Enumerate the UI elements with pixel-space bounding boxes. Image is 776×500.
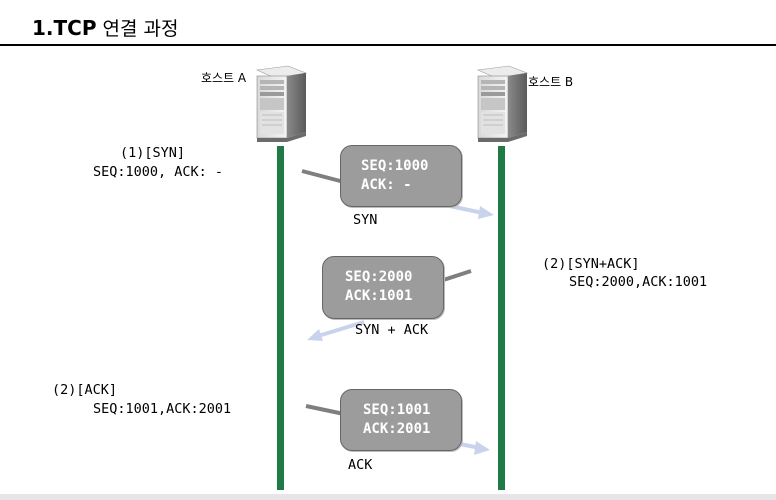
packet-box-syn-seq: SEQ:1000 [361, 158, 429, 174]
host-b-label: 호스트 B [528, 75, 574, 89]
packet-box-syn-ack: ACK: - [361, 177, 412, 193]
step1-detail: SEQ:1000, ACK: - [93, 164, 224, 180]
packet-box-synack-seq: SEQ:2000 [345, 269, 413, 285]
packet-box-ack-ack: ACK:2001 [363, 421, 431, 437]
step3-label: (2)[ACK] [52, 382, 118, 398]
page-title-bold: 1.TCP [32, 16, 97, 40]
flag-syn-ack: SYN + ACK [355, 322, 429, 338]
step3-detail: SEQ:1001,ACK:2001 [93, 401, 232, 417]
flag-syn: SYN [353, 212, 378, 228]
server-b-icon [476, 65, 529, 142]
packet-box-syn-ack: SEQ:2000 ACK:1001 [322, 256, 444, 319]
packet-box-syn: SEQ:1000 ACK: - [340, 145, 462, 207]
server-a-icon [255, 65, 308, 142]
flag-ack: ACK [348, 457, 373, 473]
packet-box-ack: SEQ:1001 ACK:2001 [340, 389, 462, 451]
bottom-bar [0, 494, 776, 500]
step2-label: (2)[SYN+ACK] [542, 256, 640, 272]
step2-detail: SEQ:2000,ACK:1001 [569, 274, 708, 290]
lead-line-1 [301, 169, 345, 184]
timeline-host-a [277, 146, 284, 490]
timeline-host-b [498, 146, 505, 490]
arrow-syn [444, 203, 494, 219]
packet-box-synack-ack: ACK:1001 [345, 288, 413, 304]
step1-label: (1)[SYN] [120, 145, 186, 161]
arrow-syn-ack [307, 320, 365, 341]
title-divider [0, 44, 776, 46]
host-a-label: 호스트 A [201, 71, 247, 85]
packet-box-ack-seq: SEQ:1001 [363, 402, 431, 418]
lead-line-3 [305, 404, 345, 416]
page-title-rest: 연결 과정 [102, 18, 179, 40]
